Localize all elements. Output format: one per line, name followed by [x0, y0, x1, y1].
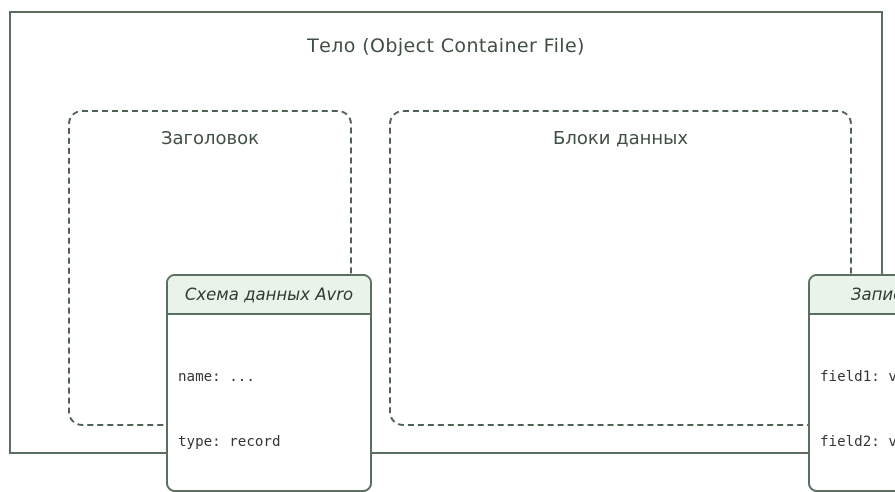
data-blocks-group: Блоки данных Запись Avro field1: value11…	[389, 110, 895, 492]
header-group-label: Заголовок	[160, 128, 260, 149]
record-line: field1: value11	[820, 369, 895, 385]
diagram-canvas: Тело (Object Container File) Заголовок С…	[9, 11, 895, 492]
header-group: Заголовок Схема данных Avro name: ... ty…	[68, 110, 372, 492]
record-card-1: Запись Avro field1: value11 field2: valu…	[808, 274, 895, 492]
schema-card: Схема данных Avro name: ... type: record…	[166, 274, 372, 492]
object-container-file-box: Тело (Object Container File) Заголовок С…	[9, 11, 895, 492]
schema-line: type: record	[178, 433, 281, 450]
schema-card-body: name: ... type: record field1: datatype1…	[168, 315, 370, 490]
schema-card-title: Схема данных Avro	[168, 276, 370, 315]
schema-line: name: ...	[178, 369, 255, 385]
diagram-title: Тело (Object Container File)	[307, 35, 585, 57]
record-line: field2: value12	[820, 433, 895, 450]
data-blocks-group-label: Блоки данных	[552, 128, 689, 149]
record-card-1-title: Запись Avro	[810, 276, 895, 315]
record-card-1-body: field1: value11 field2: value12 ... [sys…	[810, 315, 895, 490]
